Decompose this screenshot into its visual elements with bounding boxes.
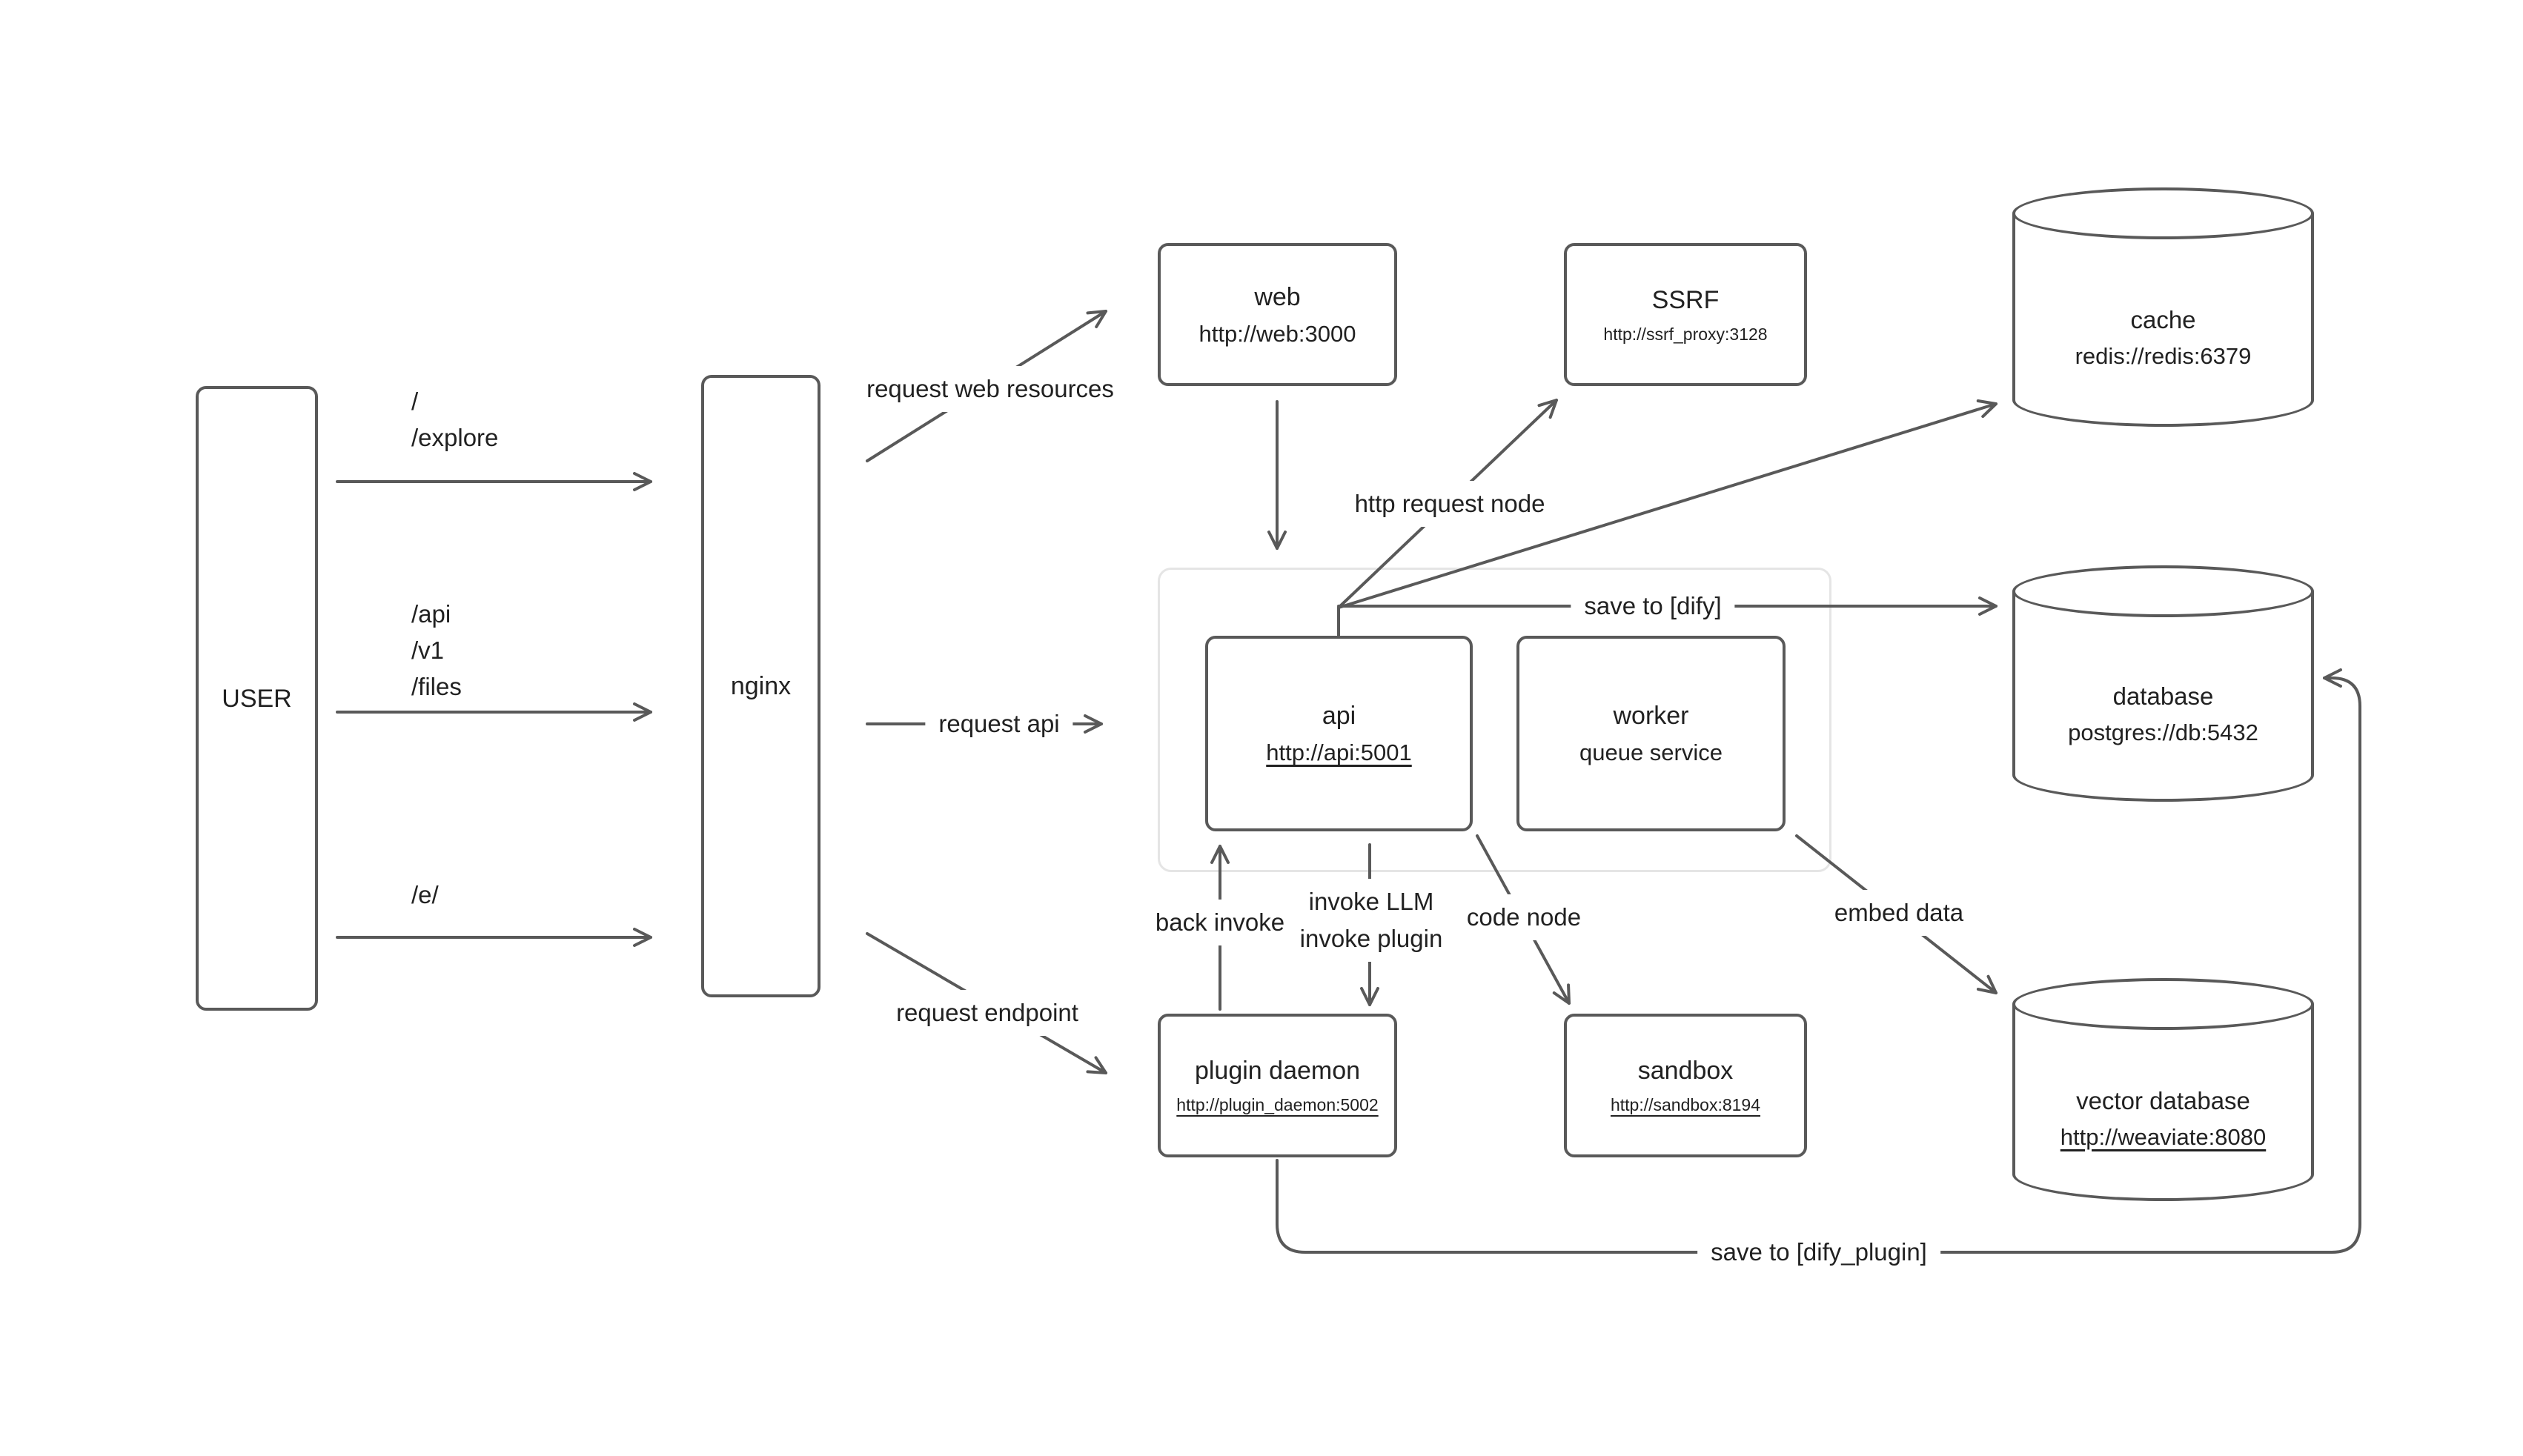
route-path: /api <box>411 600 451 628</box>
sandbox-title: sandbox <box>1637 1057 1734 1085</box>
vector-database-url: http://weaviate:8080 <box>2060 1123 2267 1150</box>
cache-title: cache <box>2130 306 2196 334</box>
node-vector-database: vector database http://weaviate:8080 <box>2012 978 2314 1201</box>
cylinder-body <box>2012 591 2314 802</box>
edge-plugin-daemon-database-save <box>1276 668 2361 1254</box>
edge-label-back-invoke: back invoke <box>1141 900 1299 945</box>
edge-label-request-api: request api <box>925 701 1073 747</box>
cylinder-top <box>2012 565 2314 617</box>
worker-title: worker <box>1613 702 1689 730</box>
edge-label-request-web-resources: request web resources <box>853 366 1127 412</box>
cache-url: redis://redis:6379 <box>2075 343 2252 370</box>
sandbox-url: http://sandbox:8194 <box>1610 1095 1761 1114</box>
edge-label-invoke: invoke LLM invoke plugin <box>1286 879 1456 962</box>
vector-database-title: vector database <box>2076 1086 2250 1114</box>
route-path: /v1 <box>411 636 445 664</box>
edge-api-cache <box>1337 399 1997 609</box>
node-sandbox: sandbox http://sandbox:8194 <box>1564 1014 1807 1157</box>
cylinder-body <box>2012 1004 2314 1201</box>
route-label-web: / /explore <box>411 383 498 456</box>
web-title: web <box>1254 282 1301 311</box>
api-title: api <box>1322 702 1356 730</box>
node-nginx: nginx <box>701 375 820 997</box>
api-url: http://api:5001 <box>1266 739 1412 765</box>
worker-subtitle: queue service <box>1579 739 1723 765</box>
route-path: /files <box>411 673 462 700</box>
node-user: USER <box>196 386 318 1011</box>
route-label-api: /api /v1 /files <box>411 596 462 705</box>
ssrf-title: SSRF <box>1651 285 1720 314</box>
route-path: / <box>411 388 419 415</box>
ssrf-url: http://ssrf_proxy:3128 <box>1603 324 1768 344</box>
node-ssrf: SSRF http://ssrf_proxy:3128 <box>1564 243 1807 386</box>
web-url: http://web:3000 <box>1198 320 1356 347</box>
invoke-plugin-label: invoke plugin <box>1299 925 1443 952</box>
node-web: web http://web:3000 <box>1158 243 1397 386</box>
cylinder-top <box>2012 187 2314 239</box>
node-worker: worker queue service <box>1516 636 1786 831</box>
cylinder-top <box>2012 978 2314 1030</box>
cylinder-body <box>2012 213 2314 427</box>
nginx-label: nginx <box>730 672 792 700</box>
route-path: /e/ <box>411 881 439 908</box>
edge-label-embed-data: embed data <box>1820 890 1977 936</box>
route-label-endpoint: /e/ <box>411 877 439 913</box>
plugin-daemon-url: http://plugin_daemon:5002 <box>1176 1095 1379 1114</box>
plugin-daemon-title: plugin daemon <box>1194 1057 1361 1085</box>
api-worker-group <box>1158 568 1831 872</box>
node-cache: cache redis://redis:6379 <box>2012 187 2314 427</box>
edge-label-request-endpoint: request endpoint <box>883 990 1092 1036</box>
node-database: database postgres://db:5432 <box>2012 565 2314 802</box>
edge-label-save-to-dify-plugin: save to [dify_plugin] <box>1697 1229 1940 1275</box>
database-title: database <box>2112 682 2214 710</box>
node-api: api http://api:5001 <box>1205 636 1473 831</box>
user-label: USER <box>222 684 292 713</box>
database-url: postgres://db:5432 <box>2068 719 2258 745</box>
node-plugin-daemon: plugin daemon http://plugin_daemon:5002 <box>1158 1014 1397 1157</box>
edge-label-http-request-node: http request node <box>1341 481 1559 527</box>
edge-label-code-node: code node <box>1453 894 1595 940</box>
route-path: /explore <box>411 424 499 451</box>
edge-label-save-to-dify: save to [dify] <box>1571 583 1735 629</box>
invoke-llm-label: invoke LLM <box>1308 888 1434 915</box>
